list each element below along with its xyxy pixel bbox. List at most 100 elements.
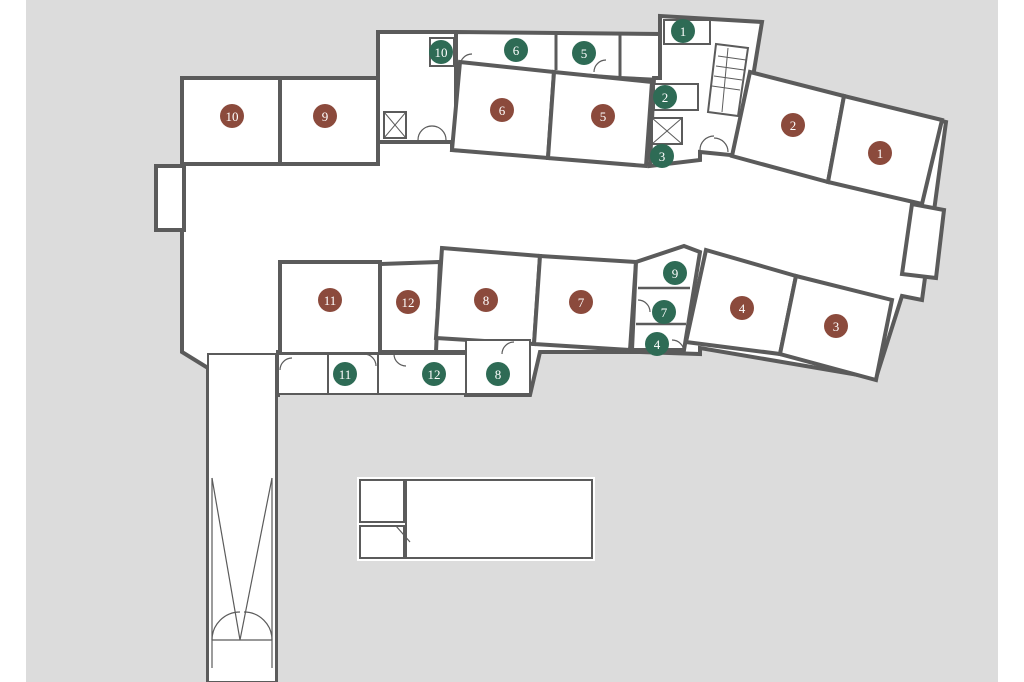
outbuilding-hall[interactable]: [405, 479, 593, 559]
bath-badge-10[interactable]: 10: [429, 40, 453, 64]
utility-small: [277, 353, 329, 395]
bath-badge-circle: [572, 41, 596, 65]
bath-badge-12[interactable]: 12: [422, 362, 446, 386]
bath-badge-8[interactable]: 8: [486, 362, 510, 386]
bath-badge-circle: [486, 362, 510, 386]
room-badge-5[interactable]: 5: [591, 104, 615, 128]
room-badge-label: 5: [600, 109, 607, 124]
bath-badge-6[interactable]: 6: [504, 38, 528, 62]
bath-badge-3[interactable]: 3: [650, 144, 674, 168]
bath-badge-7[interactable]: 7: [652, 300, 676, 324]
bath-7-door[interactable]: [637, 299, 651, 313]
central-corridor: [186, 152, 910, 350]
room-badge-10[interactable]: 10: [220, 104, 244, 128]
room-badge-circle: [474, 288, 498, 312]
outbuilding-room-a[interactable]: [359, 479, 405, 523]
room-badge-1[interactable]: 1: [868, 141, 892, 165]
room-badge-label: 12: [402, 295, 415, 310]
room-badge-label: 4: [739, 301, 746, 316]
room-badge-label: 9: [322, 109, 329, 124]
room-badge-circle: [730, 296, 754, 320]
bath-badge-circle: [645, 332, 669, 356]
room-badge-label: 2: [790, 118, 797, 133]
room-badge-circle: [313, 104, 337, 128]
room-badge-circle: [569, 290, 593, 314]
bath-8-door[interactable]: [501, 341, 515, 355]
bath-11-door[interactable]: [363, 353, 377, 367]
core-door-a[interactable]: [417, 125, 433, 141]
staircase[interactable]: [706, 42, 750, 118]
room-badge-circle: [824, 314, 848, 338]
stair-door-b[interactable]: [713, 137, 729, 153]
room-badge-4[interactable]: 4: [730, 296, 754, 320]
bath-badge-label: 1: [680, 24, 687, 39]
room-badge-circle: [220, 104, 244, 128]
bath-badge-9[interactable]: 9: [663, 261, 687, 285]
bath-badge-circle: [504, 38, 528, 62]
room-badge-label: 1: [877, 146, 884, 161]
bath-badge-circle: [333, 362, 357, 386]
bath-badge-label: 4: [654, 337, 661, 352]
bath-badge-circle: [653, 85, 677, 109]
core-door-b[interactable]: [431, 125, 447, 141]
room-badge-label: 11: [324, 293, 337, 308]
bath-badge-circle: [650, 144, 674, 168]
bath-badge-label: 11: [339, 367, 352, 382]
bath-badge-label: 9: [672, 266, 679, 281]
stair-tower: [647, 13, 765, 169]
outbuilding-stair[interactable]: [359, 525, 405, 559]
bath-badge-circle: [671, 19, 695, 43]
room-badge-12[interactable]: 12: [396, 290, 420, 314]
bath-badge-label: 8: [495, 367, 502, 382]
room-badge-circle: [318, 288, 342, 312]
room-badge-label: 3: [833, 319, 840, 334]
bath-badge-label: 7: [661, 305, 668, 320]
bath-4-door[interactable]: [671, 339, 685, 353]
room-badge-circle: [490, 98, 514, 122]
room-badge-7[interactable]: 7: [569, 290, 593, 314]
bath-5-door[interactable]: [593, 59, 607, 73]
bath-badge-label: 6: [513, 43, 520, 58]
bath-badge-circle: [652, 300, 676, 324]
bath-badge-circle: [422, 362, 446, 386]
south-door-right[interactable]: [243, 611, 273, 641]
room-badge-11[interactable]: 11: [318, 288, 342, 312]
room-badge-label: 7: [578, 295, 585, 310]
room-badge-circle: [781, 113, 805, 137]
bath-badge-circle: [429, 40, 453, 64]
bath-badge-2[interactable]: 2: [653, 85, 677, 109]
bath-6-door[interactable]: [459, 53, 473, 67]
bath-badge-label: 2: [662, 90, 669, 105]
bath-badge-1[interactable]: 1: [671, 19, 695, 43]
west-entrance[interactable]: [154, 164, 186, 232]
south-door-left[interactable]: [211, 611, 241, 641]
room-badge-circle: [396, 290, 420, 314]
room-badge-label: 6: [499, 103, 506, 118]
room-badge-circle: [591, 104, 615, 128]
room-badge-2[interactable]: 2: [781, 113, 805, 137]
room-badge-3[interactable]: 3: [824, 314, 848, 338]
room-badge-circle: [868, 141, 892, 165]
bath-badge-circle: [663, 261, 687, 285]
bath-12-door[interactable]: [393, 353, 407, 367]
bath-badge-label: 10: [435, 45, 448, 60]
bath-badge-4[interactable]: 4: [645, 332, 669, 356]
bath-badge-11[interactable]: 11: [333, 362, 357, 386]
bath-badge-label: 5: [581, 46, 588, 61]
outbuilding-door[interactable]: [395, 525, 411, 543]
utility-door[interactable]: [279, 357, 293, 371]
bath-badge-label: 3: [659, 149, 666, 164]
building-shell: [154, 69, 949, 682]
room-badge-6[interactable]: 6: [490, 98, 514, 122]
room-badge-8[interactable]: 8: [474, 288, 498, 312]
bath-badge-label: 12: [428, 367, 441, 382]
room-badge-label: 8: [483, 293, 490, 308]
room-badge-9[interactable]: 9: [313, 104, 337, 128]
east-entrance[interactable]: [899, 201, 947, 281]
bath-badge-5[interactable]: 5: [572, 41, 596, 65]
outbuilding: [357, 477, 595, 561]
stair-door-a[interactable]: [699, 135, 715, 151]
